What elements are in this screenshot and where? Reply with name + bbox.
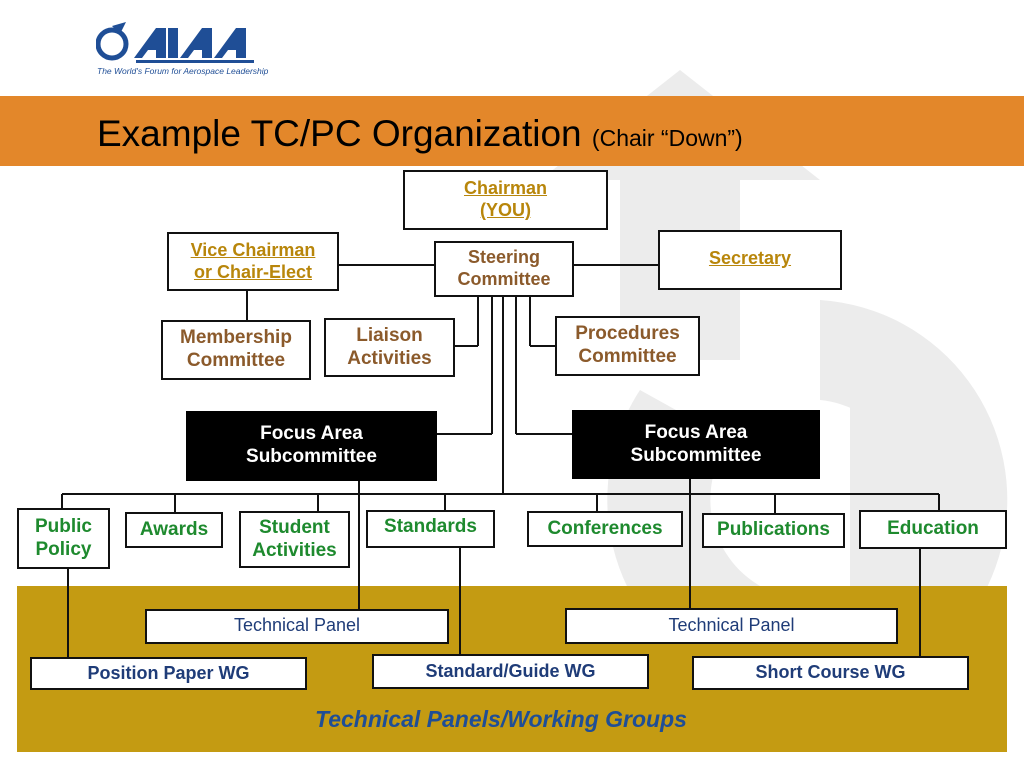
logo-tagline: The World's Forum for Aerospace Leadersh…: [97, 66, 269, 76]
student-label: Student: [259, 516, 330, 538]
position-paper-wg-box: Position Paper WG: [30, 657, 307, 690]
panels-caption: Technical Panels/Working Groups: [315, 706, 687, 732]
focus-area-left-box: Focus Area Subcommittee: [186, 411, 437, 481]
focus-left-label-2: Subcommittee: [246, 446, 377, 467]
procedures-label: Procedures: [575, 323, 680, 345]
education-label: Education: [887, 518, 979, 539]
public-policy-box: Public Policy: [17, 508, 110, 569]
title-sub: (Chair “Down”): [591, 125, 743, 151]
focus-area-right-box: Focus Area Subcommittee: [572, 410, 820, 479]
public-policy-label-2: Policy: [35, 538, 92, 560]
position-paper-label: Position Paper WG: [87, 662, 250, 683]
awards-box: Awards: [125, 512, 223, 548]
title-main: Example TC/PC Organization: [97, 113, 582, 154]
focus-right-label-2: Subcommittee: [630, 444, 762, 466]
public-policy-label: Public: [34, 515, 92, 537]
steering-label: Steering: [467, 247, 540, 268]
technical-panel-left-label: Technical Panel: [233, 615, 361, 635]
standards-label: Standards: [384, 516, 477, 537]
liaison-label: Liaison: [356, 324, 423, 346]
technical-panel-left-box: Technical Panel: [145, 609, 449, 644]
technical-panel-right-label: Technical Panel: [668, 615, 795, 636]
page-title: Example TC/PC Organization (Chair “Down”…: [97, 112, 743, 160]
student-label-2: Activities: [252, 539, 337, 561]
aiaa-logo-icon: [96, 22, 254, 63]
membership-label-2: Committee: [186, 350, 286, 371]
procedures-committee-box: Procedures Committee: [555, 316, 700, 376]
focus-right-label: Focus Area: [644, 421, 748, 443]
chairman-note: (YOU): [480, 200, 531, 220]
short-course-label: Short Course WG: [755, 662, 906, 683]
short-course-wg-box: Short Course WG: [692, 656, 969, 690]
secretary-box: Secretary: [658, 230, 842, 290]
vice-chairman-box: Vice Chairman or Chair-Elect: [167, 232, 339, 291]
vice-chairman-note: or Chair-Elect: [193, 261, 312, 282]
focus-left-label: Focus Area: [260, 423, 363, 445]
conferences-label: Conferences: [547, 517, 663, 539]
standard-guide-label: Standard/Guide WG: [425, 661, 596, 681]
conferences-box: Conferences: [527, 511, 683, 547]
steering-committee-box: Steering Committee: [434, 241, 574, 297]
secretary-label: Secretary: [708, 248, 792, 268]
standards-box: Standards: [366, 510, 495, 548]
vice-chairman-label: Vice Chairman: [190, 239, 316, 260]
procedures-label-2: Committee: [578, 346, 677, 367]
awards-label: Awards: [139, 518, 209, 540]
chairman-label: Chairman: [463, 178, 548, 199]
standard-guide-wg-box: Standard/Guide WG: [372, 654, 649, 689]
publications-label: Publications: [717, 519, 830, 541]
header-band: [0, 96, 1024, 166]
technical-panel-right-box: Technical Panel: [565, 608, 898, 644]
chairman-box: Chairman (YOU): [403, 170, 608, 230]
publications-box: Publications: [702, 513, 845, 548]
membership-committee-box: Membership Committee: [161, 320, 311, 380]
membership-label: Membership: [180, 327, 292, 349]
student-activities-box: Student Activities: [239, 511, 350, 568]
liaison-label-2: Activities: [347, 347, 432, 369]
liaison-activities-box: Liaison Activities: [324, 318, 455, 377]
steering-label-2: Committee: [457, 269, 551, 289]
education-box: Education: [859, 510, 1007, 549]
